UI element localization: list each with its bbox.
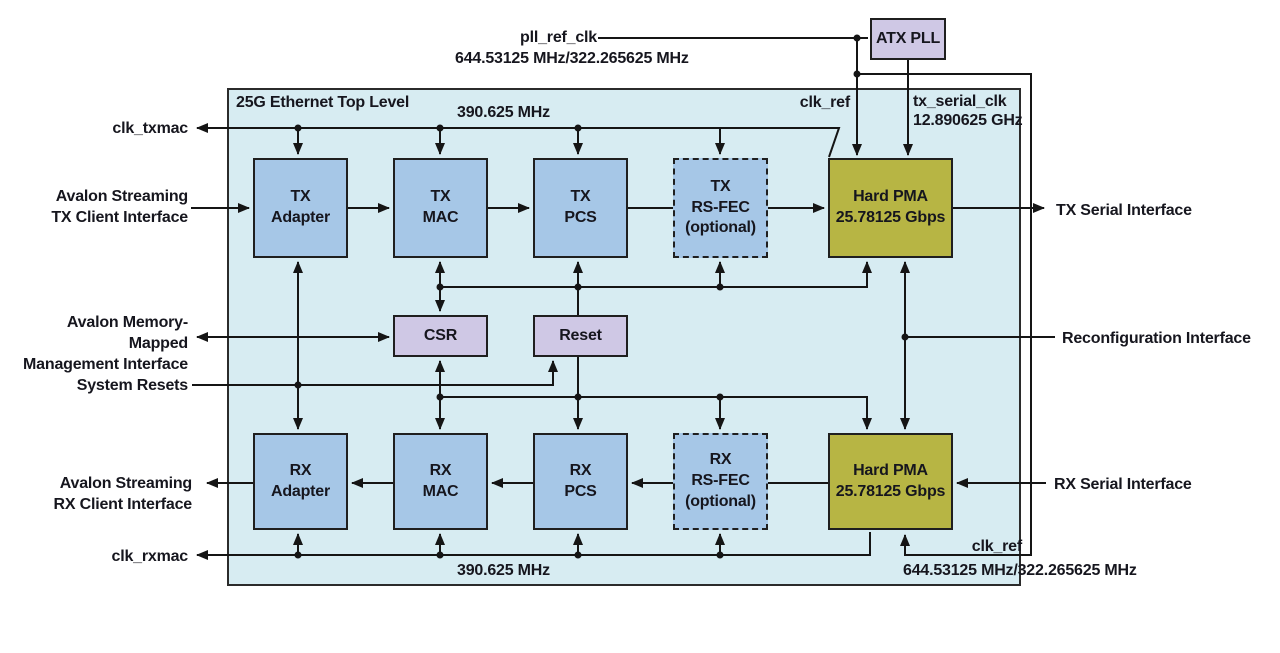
- hard-pma-tx-block: Hard PMA 25.78125 Gbps: [828, 158, 953, 258]
- avalon-mm-label: Avalon Memory-Mapped Management Interfac…: [23, 314, 188, 373]
- hard-pma-rx-block: Hard PMA 25.78125 Gbps: [828, 433, 953, 530]
- avalon-rx-client-label: Avalon Streaming RX Client Interface: [53, 475, 193, 513]
- csr-block: CSR: [393, 315, 488, 357]
- rx-pcs-block: RX PCS: [533, 433, 628, 530]
- tx-serial-interface-label: TX Serial Interface: [1056, 202, 1192, 219]
- pll-ref-clk-label: pll_ref_clk: [520, 29, 597, 46]
- tx-pcs-block: TX PCS: [533, 158, 628, 258]
- reconfiguration-interface-label: Reconfiguration Interface: [1062, 330, 1251, 347]
- system-resets-label: System Resets: [76, 377, 188, 394]
- rx-serial-interface-label: RX Serial Interface: [1054, 476, 1192, 493]
- rx-rsfec-block: RX RS-FEC (optional): [673, 433, 768, 530]
- reset-block: Reset: [533, 315, 628, 357]
- tx-mac-block: TX MAC: [393, 158, 488, 258]
- rx-adapter-block: RX Adapter: [253, 433, 348, 530]
- clk-txmac-label: clk_txmac: [112, 120, 188, 137]
- clk-ref-top-label: clk_ref: [799, 94, 850, 111]
- rx-clock-freq-label: 390.625 MHz: [457, 562, 550, 579]
- atx-pll-block: ATX PLL: [870, 18, 946, 60]
- clk-ref-freq-bottom-label: 644.53125 MHz/322.265625 MHz: [903, 562, 1137, 579]
- tx-rsfec-block: TX RS-FEC (optional): [673, 158, 768, 258]
- clk-ref-bottom-label: clk_ref: [971, 538, 1022, 555]
- clk-rxmac-label: clk_rxmac: [111, 548, 189, 565]
- tx-serial-clk-label: tx_serial_clk 12.890625 GHz: [913, 93, 1023, 129]
- tx-clock-freq-label: 390.625 MHz: [457, 104, 550, 121]
- top-level-title: 25G Ethernet Top Level: [236, 94, 410, 111]
- tx-adapter-block: TX Adapter: [253, 158, 348, 258]
- rx-mac-block: RX MAC: [393, 433, 488, 530]
- pll-ref-freq-label: 644.53125 MHz/322.265625 MHz: [455, 50, 689, 67]
- avalon-tx-client-label: Avalon Streaming TX Client Interface: [51, 188, 188, 226]
